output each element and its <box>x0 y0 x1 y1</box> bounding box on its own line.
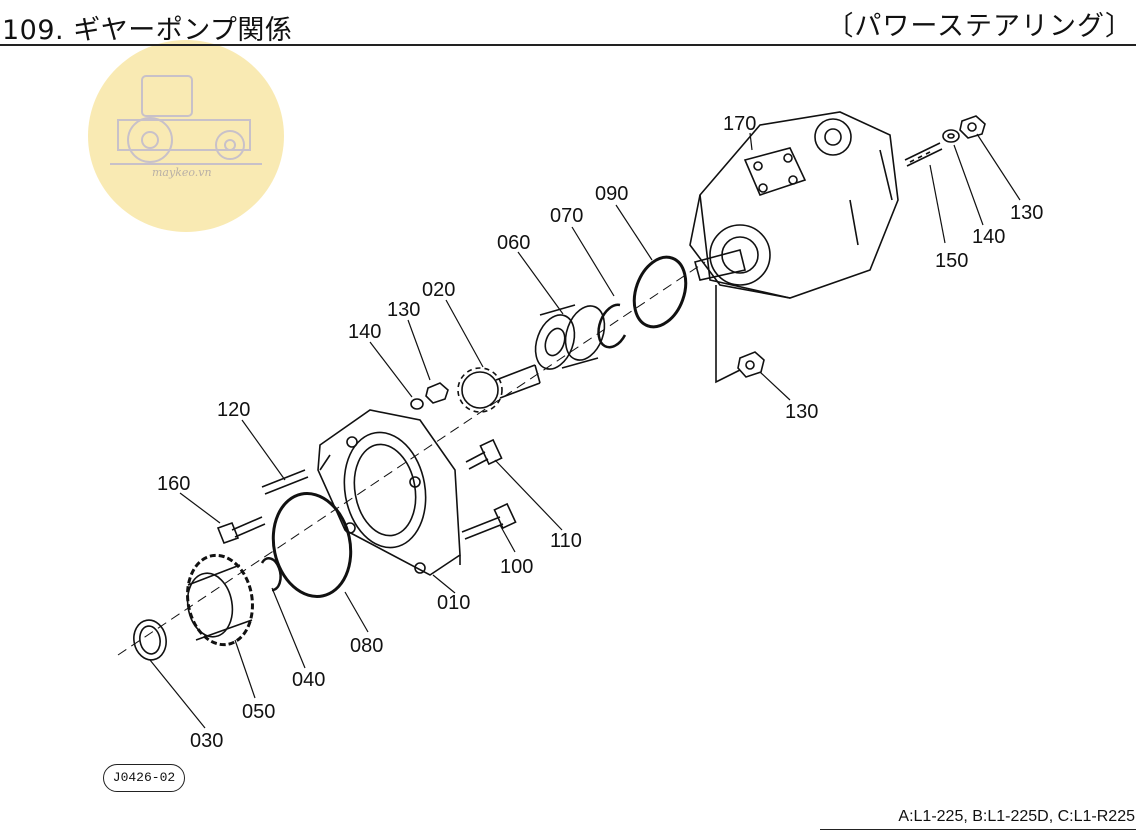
label-090: 090 <box>595 183 628 205</box>
washer-140b <box>942 129 960 143</box>
snap-ring-070 <box>597 303 627 349</box>
stud-120 <box>261 469 309 495</box>
stud-150 <box>904 142 943 167</box>
footer-rule <box>820 829 1136 830</box>
label-160: 160 <box>157 473 190 495</box>
label-150: 150 <box>935 250 968 272</box>
leader-130c <box>715 285 741 384</box>
model-footer: A:L1-225, B:L1-225D, C:L1-R225 <box>898 808 1135 825</box>
snap-ring-040 <box>260 557 282 592</box>
oil-seal-030 <box>133 619 167 661</box>
label-140a: 140 <box>348 321 381 343</box>
label-050: 050 <box>242 701 275 723</box>
bolt-100 <box>461 502 517 540</box>
label-080: 080 <box>350 635 383 657</box>
page-title: 109. ギヤーポンプ関係 <box>2 15 293 46</box>
bolt-110 <box>465 438 503 470</box>
header-rule <box>0 44 1136 46</box>
label-170: 170 <box>723 113 756 135</box>
label-130b: 130 <box>1010 202 1043 224</box>
label-110: 110 <box>550 530 582 552</box>
watermark-logo <box>88 40 284 232</box>
label-140b: 140 <box>972 226 1005 248</box>
flange-010 <box>317 409 461 576</box>
label-130a: 130 <box>387 299 420 321</box>
label-040: 040 <box>292 669 325 691</box>
tractor-icon <box>110 75 262 165</box>
axis-line <box>117 261 706 656</box>
gear-050 <box>186 553 254 647</box>
label-010: 010 <box>437 592 470 614</box>
nut-130b <box>959 115 986 139</box>
o-ring-090 <box>632 255 688 329</box>
label-130c: 130 <box>785 401 818 423</box>
label-120: 120 <box>217 399 250 421</box>
label-060: 060 <box>497 232 530 254</box>
washer-140a <box>410 398 424 410</box>
watermark-text: maykeo.vn <box>152 166 212 179</box>
nut-130c <box>737 351 765 378</box>
nut-130a <box>425 382 449 404</box>
label-020: 020 <box>422 279 455 301</box>
o-ring-080 <box>271 492 353 598</box>
label-100: 100 <box>500 556 533 578</box>
gear-shaft-020 <box>457 364 541 413</box>
page-subtitle: 〔パワーステアリング〕 <box>826 11 1133 42</box>
pump-housing-170 <box>689 111 899 299</box>
label-070: 070 <box>550 205 583 227</box>
bolt-160 <box>216 516 266 545</box>
label-030: 030 <box>190 730 223 752</box>
diagram-code: J0426-02 <box>103 764 185 792</box>
